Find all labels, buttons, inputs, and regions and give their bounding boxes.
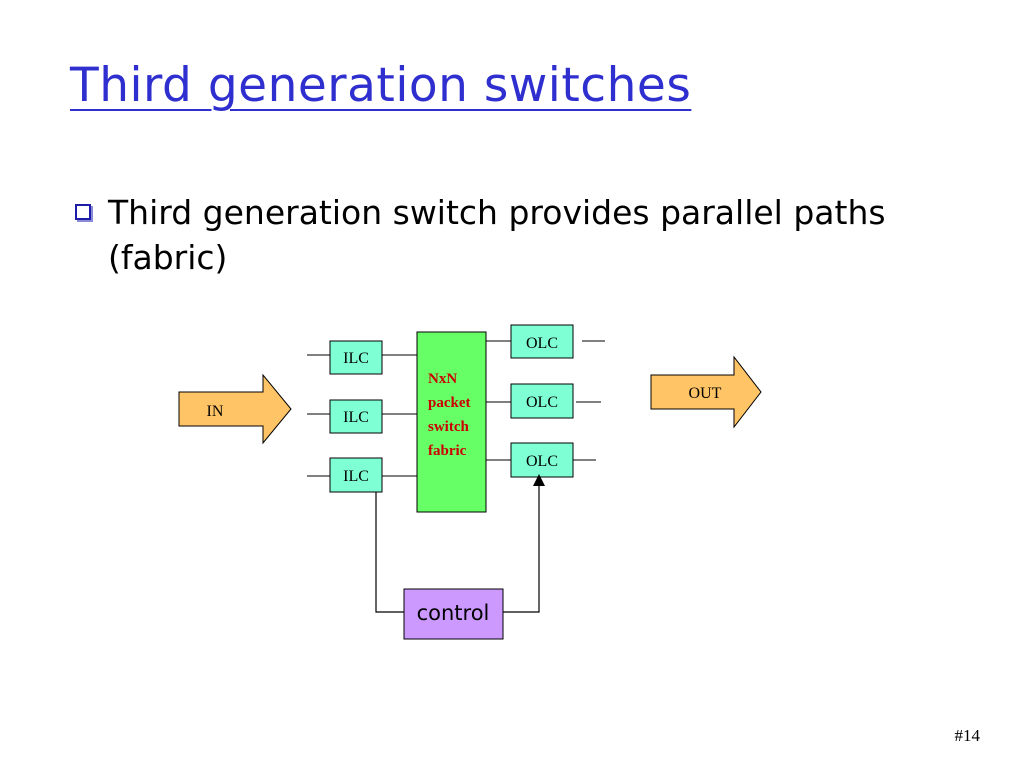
fabric-label-line: fabric (428, 443, 467, 459)
page-number: #14 (954, 726, 981, 745)
output-line-card-label: OLC (526, 453, 558, 470)
control-output-connector (503, 474, 545, 613)
output-line-card: OLC (486, 324, 605, 359)
input-arrow-label: IN (207, 403, 224, 420)
input-line-card-label: ILC (343, 350, 369, 367)
slide-title: Third generation switches (70, 58, 692, 113)
output-line-card: OLC (486, 442, 596, 478)
square-bullet-icon (75, 204, 91, 220)
output-line-card-label: OLC (526, 394, 558, 411)
bullet-text: Third generation switch provides paralle… (108, 193, 886, 277)
fabric-label-line: packet (428, 395, 471, 411)
switch-fabric: NxN packet switch fabric (416, 331, 487, 513)
input-line-card-label: ILC (343, 468, 369, 485)
svg-text:NxN packet switch: NxN packet switch fabric (428, 371, 474, 459)
control-input-connector (375, 492, 404, 613)
output-line-card-label: OLC (526, 335, 558, 352)
input-line-card: ILC (307, 340, 417, 375)
fabric-label-line: switch (428, 419, 469, 435)
input-line-card: ILC (307, 457, 417, 493)
control-box: control (403, 588, 504, 640)
input-arrow: IN (178, 373, 292, 445)
output-arrow-label: OUT (689, 385, 722, 402)
output-arrow: OUT (650, 355, 762, 429)
output-line-card: OLC (486, 383, 601, 419)
input-line-card: ILC (307, 399, 417, 434)
control-label: control (417, 601, 490, 625)
input-line-card-label: ILC (343, 409, 369, 426)
fabric-label-line: NxN (428, 371, 457, 387)
